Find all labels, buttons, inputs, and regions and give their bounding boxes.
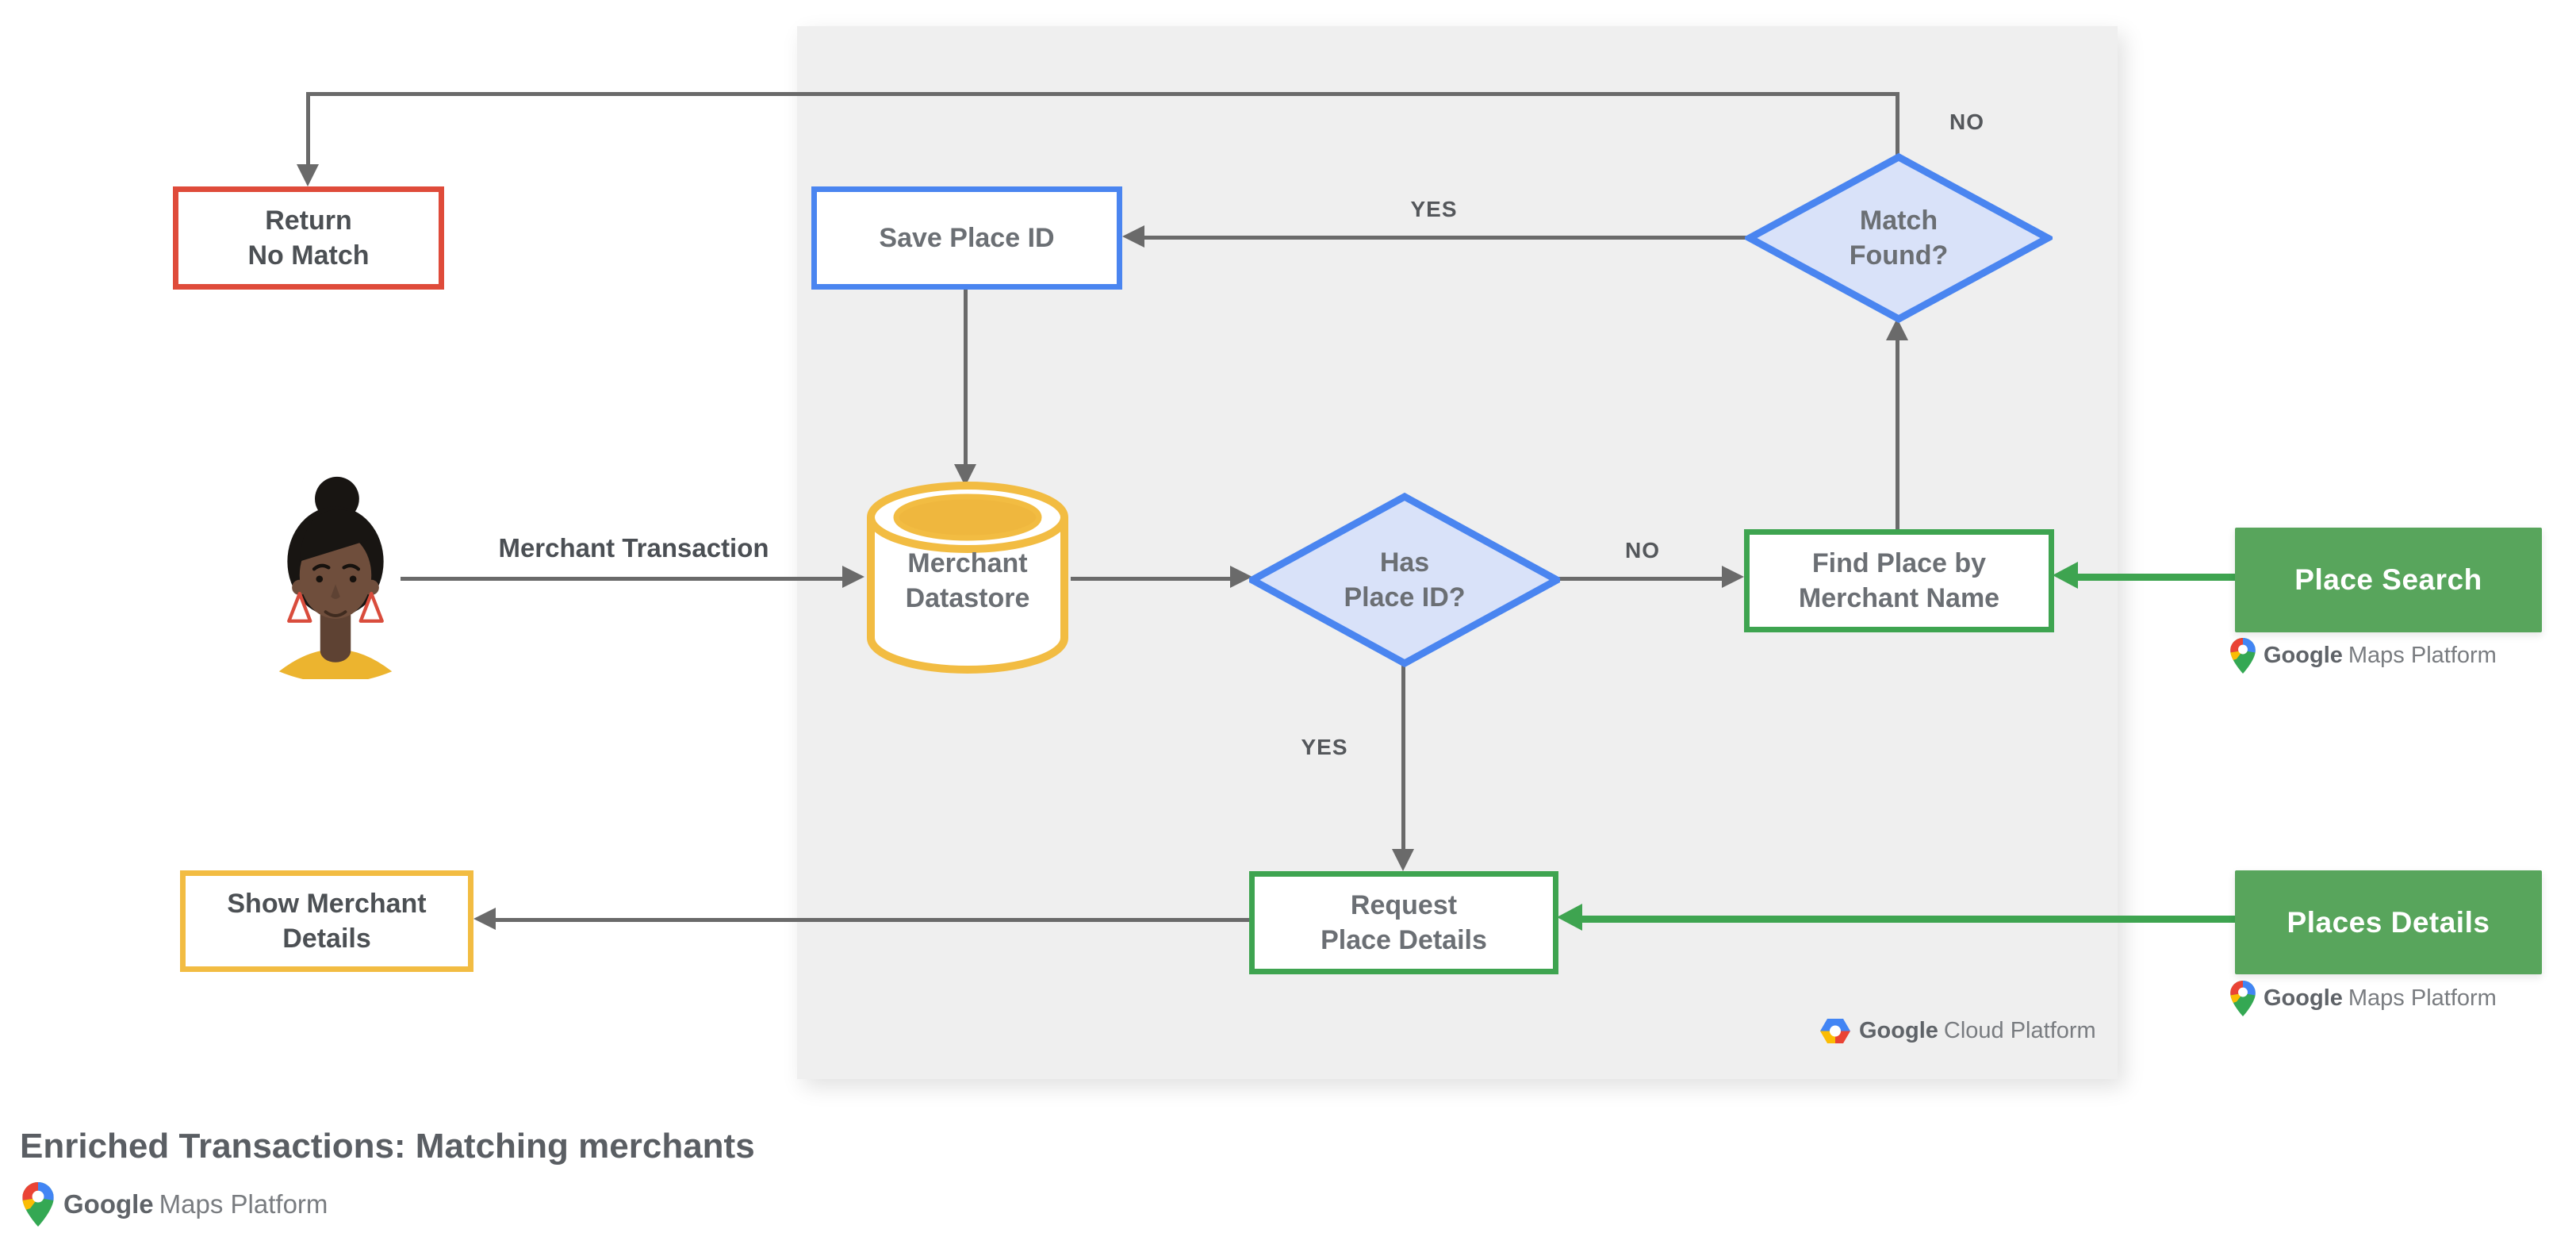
arrowhead-into-show-box xyxy=(473,908,496,930)
show-merchant-details-box: Show Merchant Details xyxy=(180,870,473,972)
save-place-id-box: Save Place ID xyxy=(811,186,1122,290)
place-search-api-box: Place Search xyxy=(2235,528,2542,632)
connector-match-no-drop xyxy=(306,92,310,164)
show-merchant-line2: Details xyxy=(282,924,371,954)
merchant-transaction-label: Merchant Transaction xyxy=(498,533,769,563)
connector-merchant-transaction xyxy=(401,577,845,581)
arrowhead-into-save-box xyxy=(1122,225,1144,248)
return-no-match-line2: No Match xyxy=(247,240,370,271)
maps-logo-product: Maps Platform xyxy=(2348,985,2497,1011)
connector-places-details-api xyxy=(1581,916,2235,923)
maps-logo-product: Maps Platform xyxy=(159,1189,328,1219)
find-place-by-merchant-name-box: Find Place by Merchant Name xyxy=(1744,529,2054,632)
edge-label-no-has: NO xyxy=(1625,538,1660,563)
cloud-logo-product: Cloud Platform xyxy=(1943,1018,2096,1043)
return-no-match-line1: Return xyxy=(265,205,352,236)
arrowhead-into-request-box xyxy=(1392,849,1414,871)
connector-datastore-to-decision xyxy=(1071,577,1232,581)
return-no-match-box: Return No Match xyxy=(173,186,444,290)
request-details-line2: Place Details xyxy=(1321,925,1487,955)
connector-yes-to-save xyxy=(1144,236,1748,240)
maps-logo-google: Google xyxy=(2264,643,2343,668)
connector-yes-to-request xyxy=(1401,664,1405,851)
edge-label-no-top: NO xyxy=(1949,109,1984,134)
find-place-line2: Merchant Name xyxy=(1798,583,2000,613)
maps-logo-product: Maps Platform xyxy=(2348,643,2497,668)
arrowhead-into-find-place xyxy=(1722,566,1744,588)
connector-save-to-datastore xyxy=(964,290,968,466)
connector-match-no-vertical xyxy=(1896,92,1899,156)
arrowhead-place-search-api xyxy=(2053,562,2078,589)
maps-pin-icon xyxy=(2230,638,2256,674)
cloud-hexagon-icon xyxy=(1820,1019,1850,1043)
cloud-logo-google: Google xyxy=(1859,1018,1938,1043)
request-place-details-box: Request Place Details xyxy=(1249,871,1558,974)
datastore-line2: Datastore xyxy=(905,583,1030,613)
datastore-line1: Merchant xyxy=(907,548,1028,578)
places-details-label: Places Details xyxy=(2287,905,2490,939)
maps-logo-google: Google xyxy=(63,1189,154,1219)
places-details-api-box: Places Details xyxy=(2235,870,2542,974)
place-search-label: Place Search xyxy=(2294,563,2482,596)
maps-pin-icon xyxy=(22,1182,54,1227)
connector-place-search-api xyxy=(2076,574,2235,581)
merchant-avatar xyxy=(278,476,393,679)
arrowhead-into-return-box xyxy=(297,164,319,186)
edge-label-yes-match: YES xyxy=(1410,197,1458,221)
match-found-decision-shape xyxy=(1745,152,2053,324)
diagram-title: Enriched Transactions: Matching merchant… xyxy=(20,1127,755,1166)
has-place-id-decision-shape xyxy=(1249,493,1560,667)
show-merchant-line1: Show Merchant xyxy=(227,889,427,919)
find-place-line1: Find Place by xyxy=(1811,548,1987,578)
maps-logo-google: Google xyxy=(2264,985,2343,1011)
merchant-datastore-label: Merchant Datastore xyxy=(872,546,1063,616)
connector-match-no-horizontal xyxy=(306,92,1899,96)
request-details-line1: Request xyxy=(1350,890,1458,920)
connector-find-to-match xyxy=(1896,340,1899,529)
arrowhead-places-details-api xyxy=(1557,904,1582,931)
connector-no-to-find-place xyxy=(1557,577,1723,581)
merchant-datastore-cylinder xyxy=(867,482,1068,674)
maps-pin-icon xyxy=(2230,981,2256,1016)
arrowhead-into-datastore-left xyxy=(842,566,864,588)
edge-label-yes-has: YES xyxy=(1301,735,1348,759)
connector-request-to-show xyxy=(496,918,1249,922)
arrowhead-into-has-diamond xyxy=(1230,566,1252,588)
save-place-id-label: Save Place ID xyxy=(879,223,1055,253)
